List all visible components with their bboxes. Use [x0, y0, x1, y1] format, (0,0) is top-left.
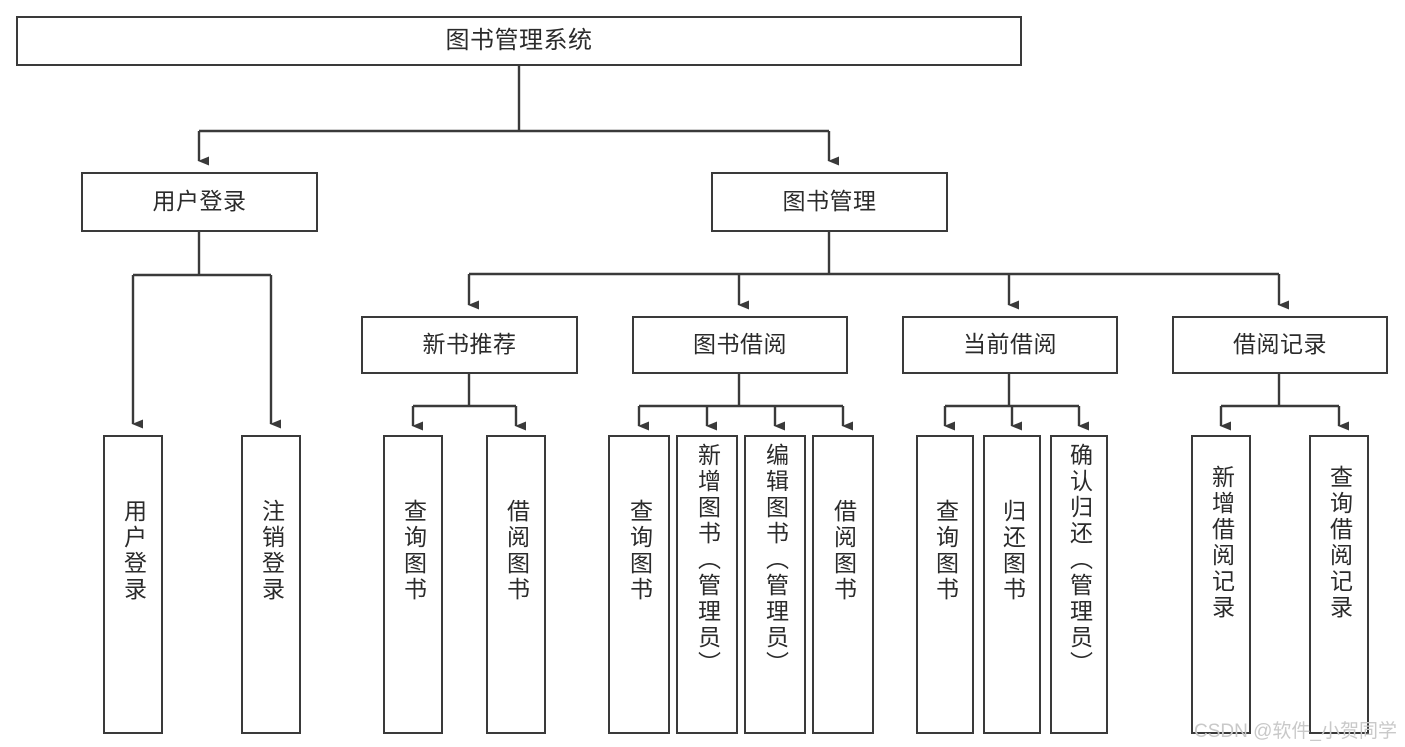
node-root-system[interactable]: 图书管理系统	[16, 16, 1022, 66]
node-label: 查询借阅记录	[1326, 465, 1353, 621]
node-label: 新书推荐	[422, 331, 517, 358]
node-label: 用户登录	[152, 188, 247, 215]
node-label: 新增图书（管理员）	[694, 443, 721, 677]
leaf-borrow-query-book[interactable]: 查询图书	[608, 435, 670, 734]
leaf-new-book-borrow[interactable]: 借阅图书	[486, 435, 546, 734]
leaf-borrow-borrow-book[interactable]: 借阅图书	[812, 435, 874, 734]
node-label: 图书管理	[782, 188, 877, 215]
node-book-management[interactable]: 图书管理	[711, 172, 948, 232]
node-label: 新增借阅记录	[1208, 465, 1235, 621]
node-label: 查询图书	[400, 499, 427, 603]
leaf-current-confirm-return-admin[interactable]: 确认归还（管理员）	[1050, 435, 1108, 734]
node-label: 查询图书	[626, 499, 653, 603]
node-new-book-recommend[interactable]: 新书推荐	[361, 316, 578, 374]
node-borrow-record[interactable]: 借阅记录	[1172, 316, 1388, 374]
node-label: 确认归还（管理员）	[1066, 443, 1093, 677]
node-label: 注销登录	[258, 499, 285, 603]
leaf-borrow-edit-book-admin[interactable]: 编辑图书（管理员）	[744, 435, 806, 734]
node-label: 编辑图书（管理员）	[762, 443, 789, 677]
leaf-record-query[interactable]: 查询借阅记录	[1309, 435, 1369, 734]
node-book-borrow[interactable]: 图书借阅	[632, 316, 848, 374]
node-current-borrow[interactable]: 当前借阅	[902, 316, 1118, 374]
leaf-record-add[interactable]: 新增借阅记录	[1191, 435, 1251, 734]
leaf-user-login[interactable]: 用户登录	[103, 435, 163, 734]
leaf-logout[interactable]: 注销登录	[241, 435, 301, 734]
node-label: 归还图书	[999, 499, 1026, 603]
node-label: 当前借阅	[963, 331, 1057, 358]
node-label: 查询图书	[932, 499, 959, 603]
leaf-current-query-book[interactable]: 查询图书	[916, 435, 974, 734]
leaf-borrow-add-book-admin[interactable]: 新增图书（管理员）	[676, 435, 738, 734]
leaf-current-return-book[interactable]: 归还图书	[983, 435, 1041, 734]
watermark: CSDN @软件_小贺同学	[1194, 721, 1397, 742]
node-label: 借阅图书	[503, 499, 530, 603]
node-label: 图书借阅	[693, 331, 787, 358]
node-label: 借阅记录	[1233, 331, 1327, 358]
node-user-login[interactable]: 用户登录	[81, 172, 318, 232]
node-label: 图书管理系统	[445, 26, 593, 54]
node-label: 借阅图书	[830, 499, 857, 603]
node-label: 用户登录	[120, 499, 147, 603]
leaf-new-book-query[interactable]: 查询图书	[383, 435, 443, 734]
